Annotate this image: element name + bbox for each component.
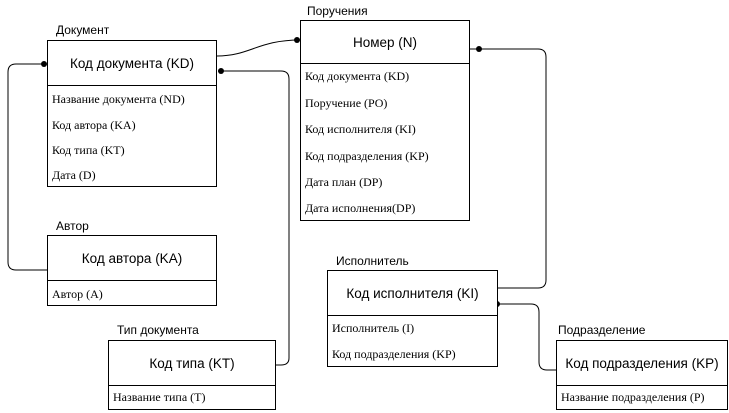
attribute: Название документа (ND)	[52, 92, 185, 106]
attribute: Исполнитель (I)	[332, 321, 415, 335]
attribute: Код исполнителя (KI)	[305, 122, 416, 136]
link-end-dot	[294, 37, 300, 43]
entity-doctype: Код типа (KT) Название типа (T)	[108, 340, 276, 410]
link-end-dot	[476, 46, 482, 52]
entity-title-assignment: Поручения	[307, 4, 368, 18]
attribute: Код документа (KD)	[305, 69, 410, 83]
entity-key-assignment: Номер (N)	[301, 21, 469, 64]
attribute: Автор (A)	[52, 287, 103, 301]
link-end-dot	[41, 61, 47, 67]
entity-title-executor: Исполнитель	[336, 254, 409, 268]
entity-key-executor: Код исполнителя (KI)	[328, 271, 497, 316]
attribute: Название подразделения (P)	[561, 390, 705, 404]
entity-title-author: Автор	[56, 219, 89, 233]
entity-department: Код подразделения (KP) Название подразде…	[556, 340, 728, 410]
attribute: Дата план (DP)	[305, 175, 383, 189]
entity-key-author: Код автора (KA)	[48, 236, 216, 281]
link-end-dot	[218, 68, 224, 74]
link-executor-department	[498, 303, 556, 371]
link-document-assignment	[216, 39, 301, 57]
attribute: Код подразделения (KP)	[332, 347, 456, 361]
entity-author: Код автора (KA) Автор (A)	[47, 235, 217, 306]
attribute: Дата исполнения(DP)	[305, 201, 416, 215]
entity-title-department: Подразделение	[558, 323, 646, 337]
entity-key-doctype: Код типа (KT)	[109, 341, 275, 386]
entity-assignment: Номер (N) Код документа (KD) Поручение (…	[300, 20, 470, 221]
entity-executor: Код исполнителя (KI) Исполнитель (I) Код…	[327, 270, 498, 367]
link-assignment-executor	[470, 48, 547, 289]
entity-key-department: Код подразделения (KP)	[557, 341, 727, 386]
attribute: Код автора (KA)	[52, 118, 136, 132]
attribute: Код типа (KT)	[52, 143, 125, 157]
entity-key-document: Код документа (KD)	[48, 41, 216, 86]
entity-title-doctype: Тип документа	[117, 323, 199, 337]
attribute: Дата (D)	[52, 168, 96, 182]
entity-title-document: Документ	[56, 23, 110, 37]
attribute: Код подразделения (KP)	[305, 149, 429, 163]
attribute: Название типа (T)	[113, 390, 206, 404]
attribute: Поручение (PO)	[305, 96, 388, 110]
link-document-author	[7, 63, 47, 271]
link-document-doctype	[218, 70, 290, 366]
entity-document: Код документа (KD) Название документа (N…	[47, 40, 217, 187]
